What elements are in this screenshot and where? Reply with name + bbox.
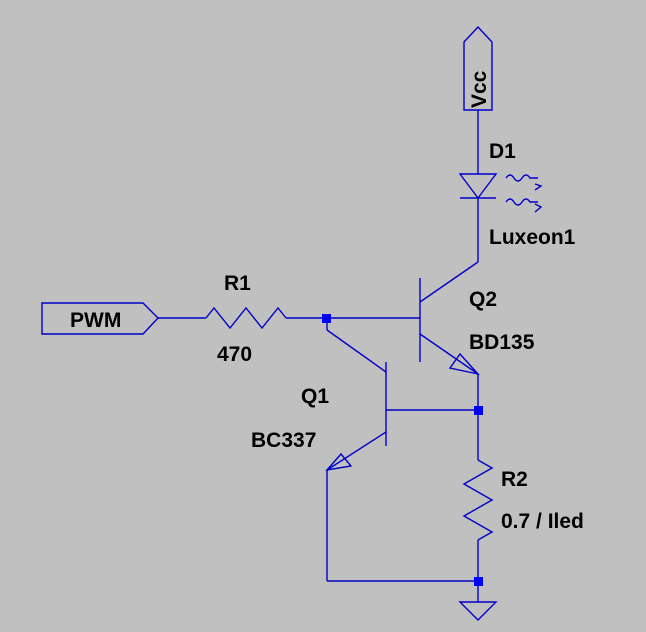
d1-emission-arrow-1 [534, 183, 543, 191]
q1-transistor[interactable] [325, 329, 387, 472]
q2-collector-lead [419, 261, 479, 303]
junction-emitter-node [474, 406, 483, 415]
q1-value-label: BC337 [251, 429, 316, 452]
q2-emitter-arrow [448, 352, 480, 376]
q1-collector-lead [326, 329, 387, 373]
d1-emission-wave-1 [505, 174, 538, 182]
r1-value-label: 470 [217, 343, 252, 366]
q1-emitter-lead [326, 431, 387, 471]
q1-ref-label: Q1 [301, 385, 329, 408]
d1-emission-arrow-2 [534, 203, 543, 213]
pwm-port-shape [41, 302, 159, 335]
d1-diode-triangle [458, 173, 498, 200]
r2-ref-label: R2 [501, 468, 528, 491]
r1-ref-label: R1 [224, 272, 251, 295]
vcc-port-shape [463, 25, 493, 111]
r2-resistor[interactable] [462, 459, 494, 541]
q2-value-label: BD135 [469, 331, 535, 354]
vcc-port[interactable]: Vcc [463, 25, 493, 111]
r2-value-label: 0.7 / Iled [501, 510, 584, 533]
vcc-port-label: Vcc [468, 70, 491, 108]
junction-ground-node [474, 577, 483, 586]
pwm-port-label: PWM [70, 309, 121, 332]
q2-ref-label: Q2 [469, 288, 497, 311]
ground-icon [458, 601, 498, 621]
q2-transistor[interactable] [419, 261, 480, 376]
d1-emission-wave-2 [505, 198, 538, 206]
pwm-port[interactable]: PWM [41, 302, 159, 335]
d1-led[interactable] [458, 173, 543, 213]
q2-emitter-lead [419, 333, 479, 375]
d1-value-label: Luxeon1 [489, 226, 576, 249]
d1-ref-label: D1 [489, 140, 516, 163]
r1-resistor[interactable] [205, 306, 287, 330]
q1-emitter-arrow [325, 452, 353, 472]
